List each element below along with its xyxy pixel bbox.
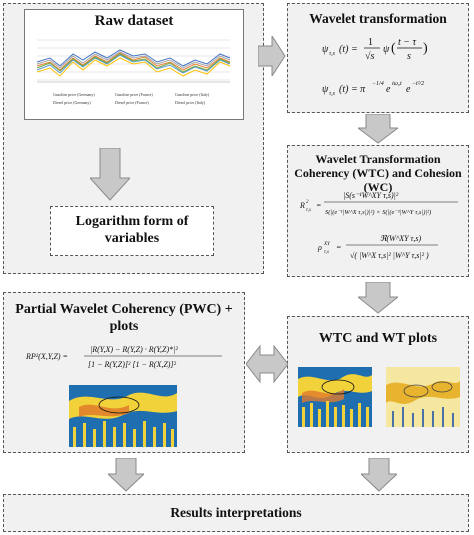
svg-text:e: e — [406, 84, 411, 95]
svg-text:2: 2 — [306, 200, 309, 205]
arrow-down-to-logarithm — [90, 148, 130, 201]
chart-gridlines — [37, 39, 230, 81]
svg-text:ψ: ψ — [383, 44, 390, 55]
pwc-equation: RP²(X,Y,Z) = |R(Y,X) − R(Y,Z) · R(Y,Z)*|… — [25, 345, 222, 369]
svg-text:√s: √s — [365, 51, 374, 62]
results-title: Results interpretations — [170, 505, 302, 520]
logarithm-box: Logarithm form of variables — [50, 206, 214, 256]
wtc-plot-left — [298, 367, 372, 427]
raw-dataset-card: Raw dataset Gasoline price (Germany) Gas… — [24, 9, 244, 120]
svg-text:τ,s: τ,s — [324, 250, 329, 255]
series-line — [36, 54, 231, 74]
svg-text:=: = — [316, 201, 321, 210]
svg-text:XY: XY — [323, 242, 331, 247]
series-line — [36, 52, 231, 71]
svg-text:e: e — [386, 84, 391, 95]
legend-gasoline-italy: Gasoline price (Italy) — [175, 92, 210, 97]
arrow-down-to-wtc — [358, 114, 398, 144]
legend-diesel-france: Diesel price (France) — [115, 100, 149, 105]
pwc-title: Partial Wavelet Coherency (PWC) + plots — [15, 302, 233, 334]
arrow-down-to-wtc-plots — [358, 282, 398, 314]
svg-text:1: 1 — [368, 37, 373, 48]
svg-text:(t) = π: (t) = π — [339, 84, 366, 95]
svg-text:): ) — [423, 41, 428, 56]
legend-gasoline-germany: Gasoline price (Germany) — [53, 92, 95, 97]
svg-text:τ,s: τ,s — [329, 51, 336, 57]
svg-text:τ,s: τ,s — [306, 208, 311, 213]
svg-text:iω₀t: iω₀t — [392, 81, 402, 87]
svg-text:R: R — [299, 201, 305, 210]
svg-text:t − τ: t − τ — [398, 37, 417, 48]
raw-dataset-title: Raw dataset — [94, 13, 174, 29]
svg-text:(t) =: (t) = — [339, 44, 358, 55]
wtc-plots-box: WTC and WT plots — [287, 316, 469, 453]
legend-diesel-germany: Diesel price (Germany) — [53, 100, 91, 105]
logarithm-title: Logarithm form of variables — [75, 214, 189, 246]
svg-text:=: = — [336, 243, 341, 252]
wtc-plots-title: WTC and WT plots — [318, 331, 438, 346]
pwc-plot — [69, 385, 177, 447]
series-line — [36, 51, 231, 69]
svg-text:ψ: ψ — [322, 84, 329, 95]
svg-text:√( |W^X τ,s|² |W^Y τ,s|² ): √( |W^X τ,s|² |W^Y τ,s|² ) — [350, 251, 429, 260]
raw-dataset-line-chart: Gasoline price (Germany) Gasoline price … — [36, 39, 231, 105]
series-line — [36, 53, 231, 73]
svg-text:[1 − R(Y,Z)]² [1 − R(X,Z)]²: [1 − R(Y,Z)]² [1 − R(X,Z)]² — [88, 360, 177, 369]
svg-text:ψ: ψ — [322, 44, 329, 55]
arrow-right-to-wavelet — [258, 36, 286, 76]
double-arrow-pwc-wtc — [246, 344, 288, 384]
series-line — [36, 57, 231, 77]
svg-text:−1/4: −1/4 — [372, 80, 384, 87]
svg-text:τ,s: τ,s — [329, 91, 336, 97]
wtc-plot-right — [386, 367, 460, 427]
legend-gasoline-france: Gasoline price (France) — [115, 92, 153, 97]
svg-text:(: ( — [391, 41, 396, 56]
series-line — [36, 49, 231, 67]
svg-text:|S(s⁻¹W^XY τ,s)|²: |S(s⁻¹W^XY τ,s)|² — [343, 191, 399, 200]
svg-text:|R(Y,X) − R(Y,Z) · R(Y,Z)*|²: |R(Y,X) − R(Y,Z) · R(Y,Z)*|² — [90, 345, 178, 354]
svg-text:ℜ(W^XY τ,s): ℜ(W^XY τ,s) — [380, 234, 422, 243]
svg-text:RP²(X,Y,Z) =: RP²(X,Y,Z) = — [25, 352, 68, 361]
wtc-wc-title: Wavelet Transformation Coherency (WTC) a… — [294, 152, 462, 194]
legend-diesel-italy: Diesel price (Italy) — [175, 100, 206, 105]
arrow-down-pwc-to-results — [108, 458, 144, 492]
arrow-down-wtc-to-results — [361, 458, 397, 492]
svg-text:s: s — [407, 51, 411, 62]
pwc-box: Partial Wavelet Coherency (PWC) + plots … — [3, 292, 245, 453]
svg-text:ρ: ρ — [317, 243, 322, 252]
svg-text:S(|(e⁻¹|W^X τ,s|)|²) × S(|(e⁻¹: S(|(e⁻¹|W^X τ,s|)|²) × S(|(e⁻¹|W^Y τ,s|)… — [325, 209, 431, 216]
wavelet-transformation-title: Wavelet transformation — [309, 11, 447, 26]
results-box: Results interpretations — [3, 494, 469, 532]
wtc-wc-box: Wavelet Transformation Coherency (WTC) a… — [287, 145, 469, 277]
svg-text:−t²/2: −t²/2 — [412, 81, 424, 87]
